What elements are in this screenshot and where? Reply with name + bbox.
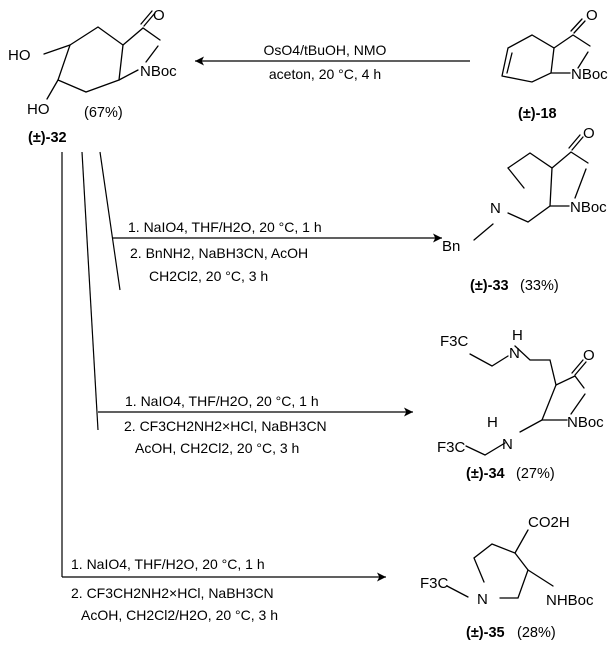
compound-33-yield: (33%) [520,278,559,294]
step1-line2: 2. BnNH2, NaBH3CN, AcOH [130,245,308,261]
hydroxyl-2: HO [27,101,50,118]
compound-18: O NBoc (±)-18 [501,7,608,122]
diol-nboc-group: NBoc [140,63,177,80]
step1-line3: CH2Cl2, 20 °C, 3 h [149,268,268,284]
compound-33: N Bn O NBoc (±)-33 (33%) [442,125,607,294]
compound-34-yield: (27%) [516,466,555,482]
compound-33-carbonyl-o: O [583,125,595,142]
compound-32: O NBoc HO HO (67%) (±)-32 [8,7,177,146]
hydroxyl-1: HO [8,47,31,64]
compound-34-label: (±)-34 [466,466,505,482]
branch-line-1 [99,151,121,291]
amine-n-2: N [502,436,513,453]
step3-line1: 1. NaIO4, THF/H2O, 20 °C, 1 h [71,556,265,572]
step0-line1: OsO4/tBuOH, NMO [264,42,387,58]
step3-line3: AcOH, CH2Cl2/H2O, 20 °C, 3 h [81,607,278,623]
nhboc-group: NHBoc [546,592,594,609]
carboxylic-acid: CO2H [528,514,570,531]
amine-h-1: H [512,327,523,344]
compound-35-label: (±)-35 [466,625,505,641]
nboc-group: NBoc [571,66,608,83]
compound-32-yield: (67%) [84,105,123,121]
piperidine-n-35: N [477,591,488,608]
compound-35: N F3C CO2H NHBoc (±)-35 (28%) [420,514,594,641]
cf3-group-35: F3C [420,575,449,592]
benzyl-group: Bn [442,238,460,255]
piperidine-n: N [490,200,501,217]
compound-34-nboc: NBoc [567,414,604,431]
carbonyl-o: O [586,7,598,24]
step0-line2: aceton, 20 °C, 4 h [269,66,381,82]
compound-34: F3C N H O NBoc N H F3C (±)-34 (27%) [437,327,604,482]
compound-35-yield: (28%) [517,625,556,641]
compound-18-label: (±)-18 [518,106,557,122]
step2-line1: 1. NaIO4, THF/H2O, 20 °C, 1 h [125,393,319,409]
step2-line2: 2. CF3CH2NH2×HCl, NaBH3CN [124,418,327,434]
compound-34-carbonyl-o: O [583,347,595,364]
step3-line2: 2. CF3CH2NH2×HCl, NaBH3CN [71,585,274,601]
compound-32-label: (±)-32 [28,130,67,146]
cf3-group-1: F3C [440,333,469,350]
cf3-group-2: F3C [437,439,466,456]
branch-line-2 [81,151,99,431]
step1-line1: 1. NaIO4, THF/H2O, 20 °C, 1 h [128,219,322,235]
amine-n-1: N [509,345,520,362]
step2-line3: AcOH, CH2Cl2, 20 °C, 3 h [135,440,299,456]
amine-h-2: H [487,414,498,431]
compound-33-label: (±)-33 [470,278,509,294]
compound-33-nboc: NBoc [570,199,607,216]
diol-carbonyl-o: O [153,7,165,24]
